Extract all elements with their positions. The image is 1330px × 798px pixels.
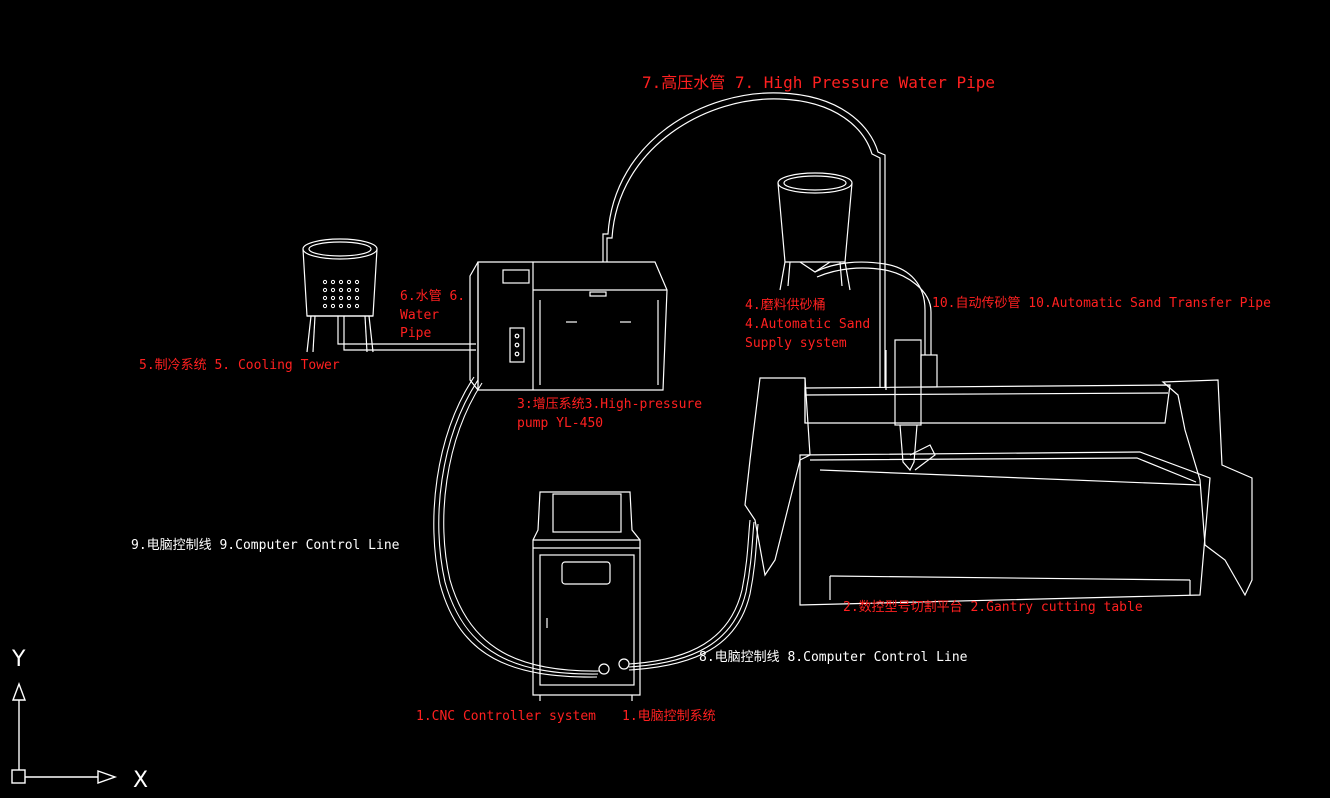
label-water-pipe-1: 6.水管 6. — [400, 289, 465, 304]
label-water-pipe-2: Water — [400, 308, 439, 323]
label-water-pipe-3: Pipe — [400, 326, 431, 341]
high-pressure-pump — [469, 261, 668, 391]
label-sand-transfer-pipe: 10.自动传砂管 10.Automatic Sand Transfer Pipe — [932, 296, 1271, 311]
label-control-line-9: 9.电脑控制线 9.Computer Control Line — [131, 538, 400, 553]
cnc-controller-cabinet — [532, 491, 641, 701]
computer-control-line-8 — [628, 519, 759, 671]
ucs-axis-icon — [11, 682, 118, 784]
sand-transfer-pipe — [814, 261, 932, 355]
axis-y-label: Y — [11, 647, 26, 672]
label-cnc-controller-cn: 1.电脑控制系统 — [622, 709, 716, 724]
label-pump-1: 3:增压系统3.High-pressure — [517, 397, 702, 412]
axis-x-label: X — [133, 768, 148, 793]
label-sand-supply-3: Supply system — [745, 336, 847, 351]
gantry-cutting-table — [744, 339, 1253, 606]
sand-hopper — [777, 172, 853, 291]
high-pressure-pipe — [602, 92, 886, 388]
label-control-line-8: 8.电脑控制线 8.Computer Control Line — [699, 650, 968, 665]
label-cnc-controller-en: 1.CNC Controller system — [416, 709, 596, 724]
cooling-tower — [302, 238, 378, 353]
label-sand-supply-1: 4.磨料供砂桶 — [745, 298, 826, 313]
label-cutting-table: 2.数控型号切割平台 2.Gantry cutting table — [843, 599, 1143, 615]
label-high-pressure-pipe: 7.高压水管 7. High Pressure Water Pipe — [642, 73, 995, 92]
cooling-tower-vents — [322, 279, 360, 309]
label-pump-2: pump YL-450 — [517, 416, 603, 431]
label-cooling-tower: 5.制冷系统 5. Cooling Tower — [139, 358, 340, 373]
water-pipe — [337, 316, 476, 351]
label-sand-supply-2: 4.Automatic Sand — [745, 317, 870, 332]
computer-control-line-9 — [433, 376, 600, 678]
